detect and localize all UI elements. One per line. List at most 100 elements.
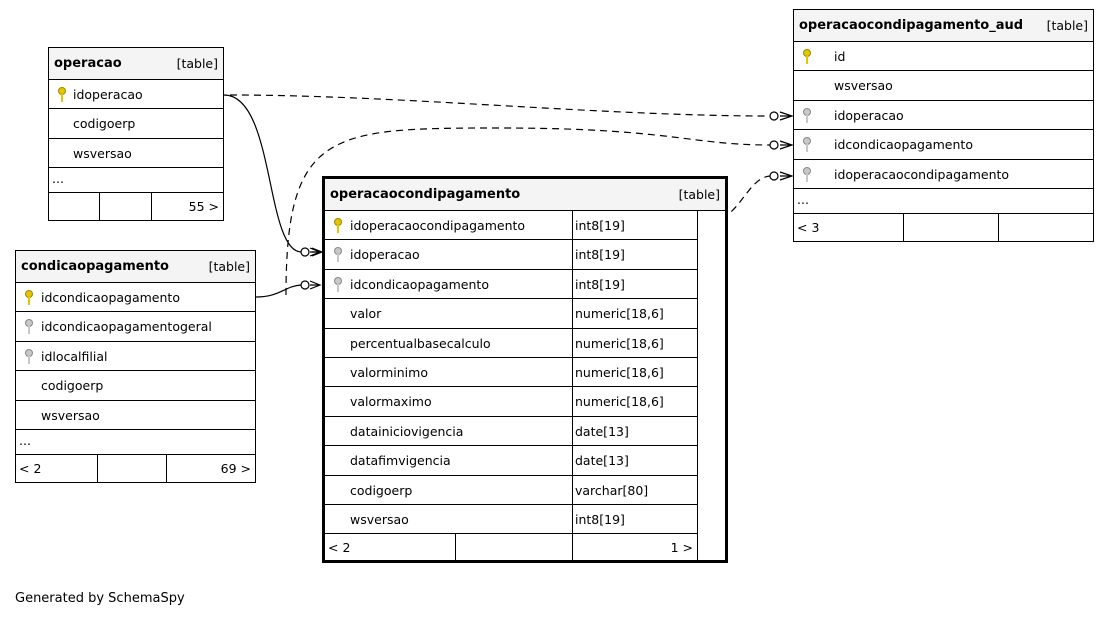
parent-count[interactable]: < 3 — [797, 219, 820, 235]
parent-count[interactable]: < 2 — [328, 540, 351, 556]
column-row[interactable]: codigoerp — [49, 109, 223, 139]
foreign-key-icon — [334, 276, 342, 292]
child-count[interactable]: 55 > — [188, 199, 219, 215]
column-row[interactable]: wsversao — [794, 71, 1093, 101]
foreign-key-icon — [803, 107, 811, 123]
edge-operacao-to-opcondipag — [223, 94, 302, 253]
column-name: idlocalfilial — [41, 348, 108, 364]
column-name: codigoerp — [41, 378, 104, 394]
table-header: condicaopagamento [table] — [16, 251, 255, 283]
column-name: id — [834, 49, 846, 64]
column-name: idoperacao — [350, 247, 420, 263]
edge-condicao-to-opcondipag — [255, 284, 302, 298]
column-name: idoperacaocondipagamento — [350, 218, 526, 233]
column-type: numeric[18,6] — [575, 364, 664, 380]
column-name: wsversao — [834, 78, 893, 94]
table-tag: [table] — [176, 56, 218, 71]
column-row[interactable]: wsversao — [16, 401, 255, 430]
parent-count[interactable]: < 2 — [19, 460, 42, 476]
table-footer: < 2 69 > — [16, 454, 255, 482]
column-type: date[13] — [575, 453, 629, 469]
edge-end-circle — [769, 140, 779, 150]
column-row[interactable]: valorminimo numeric[18,6] — [325, 358, 697, 388]
column-row[interactable]: idoperacaocondipagamento — [794, 160, 1093, 189]
table-tag: [table] — [1046, 18, 1088, 33]
column-row[interactable]: valor numeric[18,6] — [325, 299, 697, 329]
column-row[interactable]: wsversao int8[19] — [325, 505, 697, 535]
column-row[interactable]: valormaximo numeric[18,6] — [325, 387, 697, 417]
edge-operacao-to-aud — [229, 94, 771, 117]
column-name: datainiciovigencia — [350, 423, 464, 439]
column-name: idcondicaopagamento — [41, 290, 180, 305]
column-row[interactable]: idcondicaopagamento — [794, 130, 1093, 160]
table-header: operacaocondipagamento [table] — [325, 179, 725, 211]
column-name: idcondicaopagamentogeral — [41, 319, 212, 335]
column-name: idcondicaopagamento — [834, 137, 973, 153]
column-name: wsversao — [73, 145, 132, 161]
column-name: idcondicaopagamento — [350, 276, 489, 292]
table-operacaocondipagamento[interactable]: operacaocondipagamento [table] idoperaca… — [322, 176, 728, 563]
column-type: date[13] — [575, 423, 629, 439]
column-name: wsversao — [41, 407, 100, 423]
table-tag: [table] — [208, 259, 250, 274]
column-row[interactable]: id — [794, 42, 1093, 72]
primary-key-icon — [334, 218, 342, 233]
table-operacaocondipagamento-aud[interactable]: operacaocondipagamento_aud [table] id ws… — [793, 9, 1094, 242]
column-name: valor — [350, 306, 382, 322]
generated-by-credit: Generated by SchemaSpy — [15, 591, 185, 606]
table-condicaopagamento[interactable]: condicaopagamento [table] idcondicaopaga… — [15, 250, 256, 483]
table-name: operacaocondipagamento — [330, 187, 521, 202]
foreign-key-icon — [803, 137, 811, 153]
more-columns: ... — [16, 430, 255, 455]
edge-end-circle — [769, 111, 779, 121]
table-name: operacaocondipagamento_aud — [799, 18, 1024, 33]
column-row[interactable]: idoperacao — [49, 80, 223, 110]
edge-opcondipag-to-aud — [698, 175, 771, 226]
more-columns: ... — [794, 189, 1093, 214]
column-row[interactable]: idcondicaopagamento — [16, 283, 255, 313]
column-type: int8[19] — [575, 247, 625, 263]
column-row[interactable]: datafimvigencia date[13] — [325, 446, 697, 476]
column-type: numeric[18,6] — [575, 394, 664, 410]
table-header: operacaocondipagamento_aud [table] — [794, 10, 1093, 42]
column-row[interactable]: idoperacaocondipagamento int8[19] — [325, 211, 697, 241]
column-name: percentualbasecalculo — [350, 335, 491, 351]
column-name: idoperacaocondipagamento — [834, 166, 1010, 182]
column-type: int8[19] — [575, 276, 625, 292]
column-name: idoperacao — [73, 87, 143, 102]
table-tag: [table] — [678, 187, 720, 202]
primary-key-icon — [58, 87, 66, 102]
column-type: numeric[18,6] — [575, 306, 664, 322]
column-row[interactable]: idcondicaopagamento int8[19] — [325, 270, 697, 300]
edge-end-circle — [300, 280, 310, 290]
table-name: condicaopagamento — [21, 259, 169, 274]
column-name: valorminimo — [350, 364, 428, 380]
edge-end-circle — [300, 247, 310, 257]
column-row[interactable]: datainiciovigencia date[13] — [325, 417, 697, 447]
column-type: int8[19] — [575, 218, 625, 233]
table-footer: < 2 1 > — [325, 534, 697, 561]
column-row[interactable]: codigoerp varchar[80] — [325, 476, 697, 505]
foreign-key-icon — [25, 348, 33, 364]
column-name: valormaximo — [350, 394, 432, 410]
foreign-key-icon — [334, 247, 342, 263]
child-count[interactable]: 1 > — [670, 540, 693, 556]
column-row[interactable]: idcondicaopagamentogeral — [16, 312, 255, 342]
column-name: idoperacao — [834, 107, 904, 123]
column-row[interactable]: idlocalfilial — [16, 342, 255, 372]
column-name: datafimvigencia — [350, 453, 451, 469]
column-row[interactable]: percentualbasecalculo numeric[18,6] — [325, 329, 697, 358]
column-row[interactable]: idoperacao int8[19] — [325, 240, 697, 270]
table-operacao[interactable]: operacao [table] idoperacao codigoerp ws… — [48, 47, 224, 222]
column-row[interactable]: idoperacao — [794, 101, 1093, 131]
column-row[interactable]: wsversao — [49, 139, 223, 169]
more-columns: ... — [49, 168, 223, 194]
child-count[interactable]: 69 > — [220, 460, 251, 476]
crow-foot-icons — [309, 111, 794, 290]
column-row[interactable]: codigoerp — [16, 371, 255, 401]
column-type: int8[19] — [575, 511, 625, 527]
table-header: operacao [table] — [49, 48, 223, 80]
table-name: operacao — [54, 56, 122, 71]
table-footer: 55 > — [49, 193, 223, 221]
